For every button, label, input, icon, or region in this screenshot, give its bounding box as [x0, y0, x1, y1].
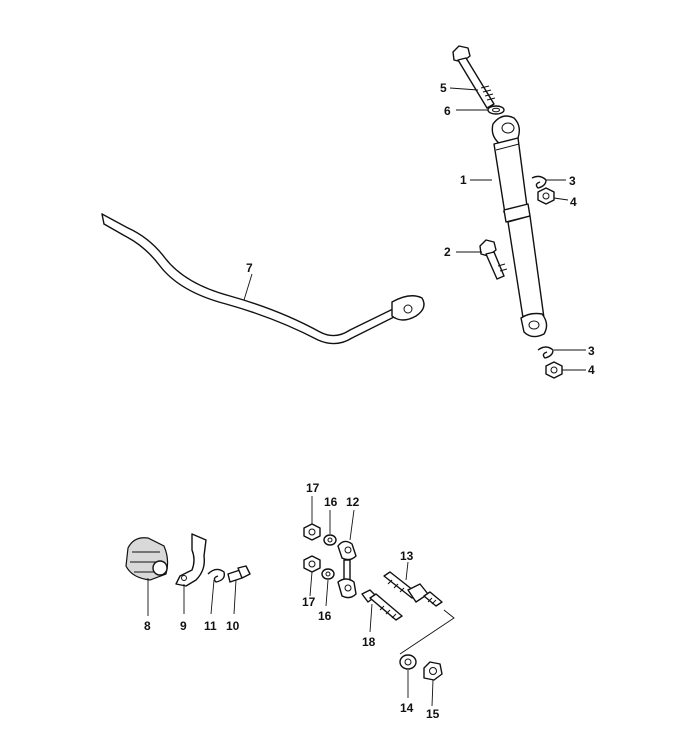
callout-9: 9 — [180, 619, 187, 633]
callout-17-lower: 17 — [302, 595, 316, 609]
clamp-bracket — [175, 533, 207, 587]
stabilizer-bar — [101, 213, 425, 345]
bracket-bolt — [227, 565, 251, 583]
upper-bolt — [452, 45, 496, 109]
stud-washer-and-nut — [399, 609, 455, 681]
callout-16-lower: 16 — [318, 609, 332, 623]
callout-15: 15 — [426, 707, 440, 721]
callout-3-upper: 3 — [569, 174, 576, 188]
callout-12: 12 — [346, 495, 360, 509]
callout-labels: 1 2 3 4 3 4 5 6 7 8 9 10 11 12 13 14 15 … — [144, 81, 595, 721]
shock-absorber — [491, 115, 548, 338]
callout-17-upper: 17 — [306, 481, 320, 495]
leader-lines — [147, 87, 586, 707]
link-upper-hardware — [303, 523, 337, 546]
lower-clip-and-nut — [537, 346, 563, 379]
callout-4-upper: 4 — [570, 195, 577, 209]
callout-7: 7 — [246, 261, 253, 275]
callout-13: 13 — [400, 549, 414, 563]
callout-6: 6 — [444, 104, 451, 118]
callout-3-lower: 3 — [588, 344, 595, 358]
callout-14: 14 — [400, 701, 414, 715]
rubber-bushing — [125, 537, 169, 581]
callout-16-upper: 16 — [324, 495, 338, 509]
callout-8: 8 — [144, 619, 151, 633]
callout-11: 11 — [204, 619, 217, 633]
callout-1: 1 — [460, 173, 467, 187]
callout-10: 10 — [226, 619, 240, 633]
upper-washer — [487, 105, 505, 115]
lower-shock-bolt — [479, 239, 508, 280]
callout-2: 2 — [444, 245, 451, 259]
callout-4-lower: 4 — [588, 363, 595, 377]
upper-clip-and-nut — [531, 175, 555, 205]
bracket-washer — [207, 568, 226, 583]
callout-5: 5 — [440, 81, 447, 95]
callout-18: 18 — [362, 635, 376, 649]
link-bolt — [361, 589, 403, 621]
threaded-stud — [383, 571, 443, 607]
stabilizer-link — [337, 540, 357, 599]
link-lower-hardware — [303, 555, 335, 580]
